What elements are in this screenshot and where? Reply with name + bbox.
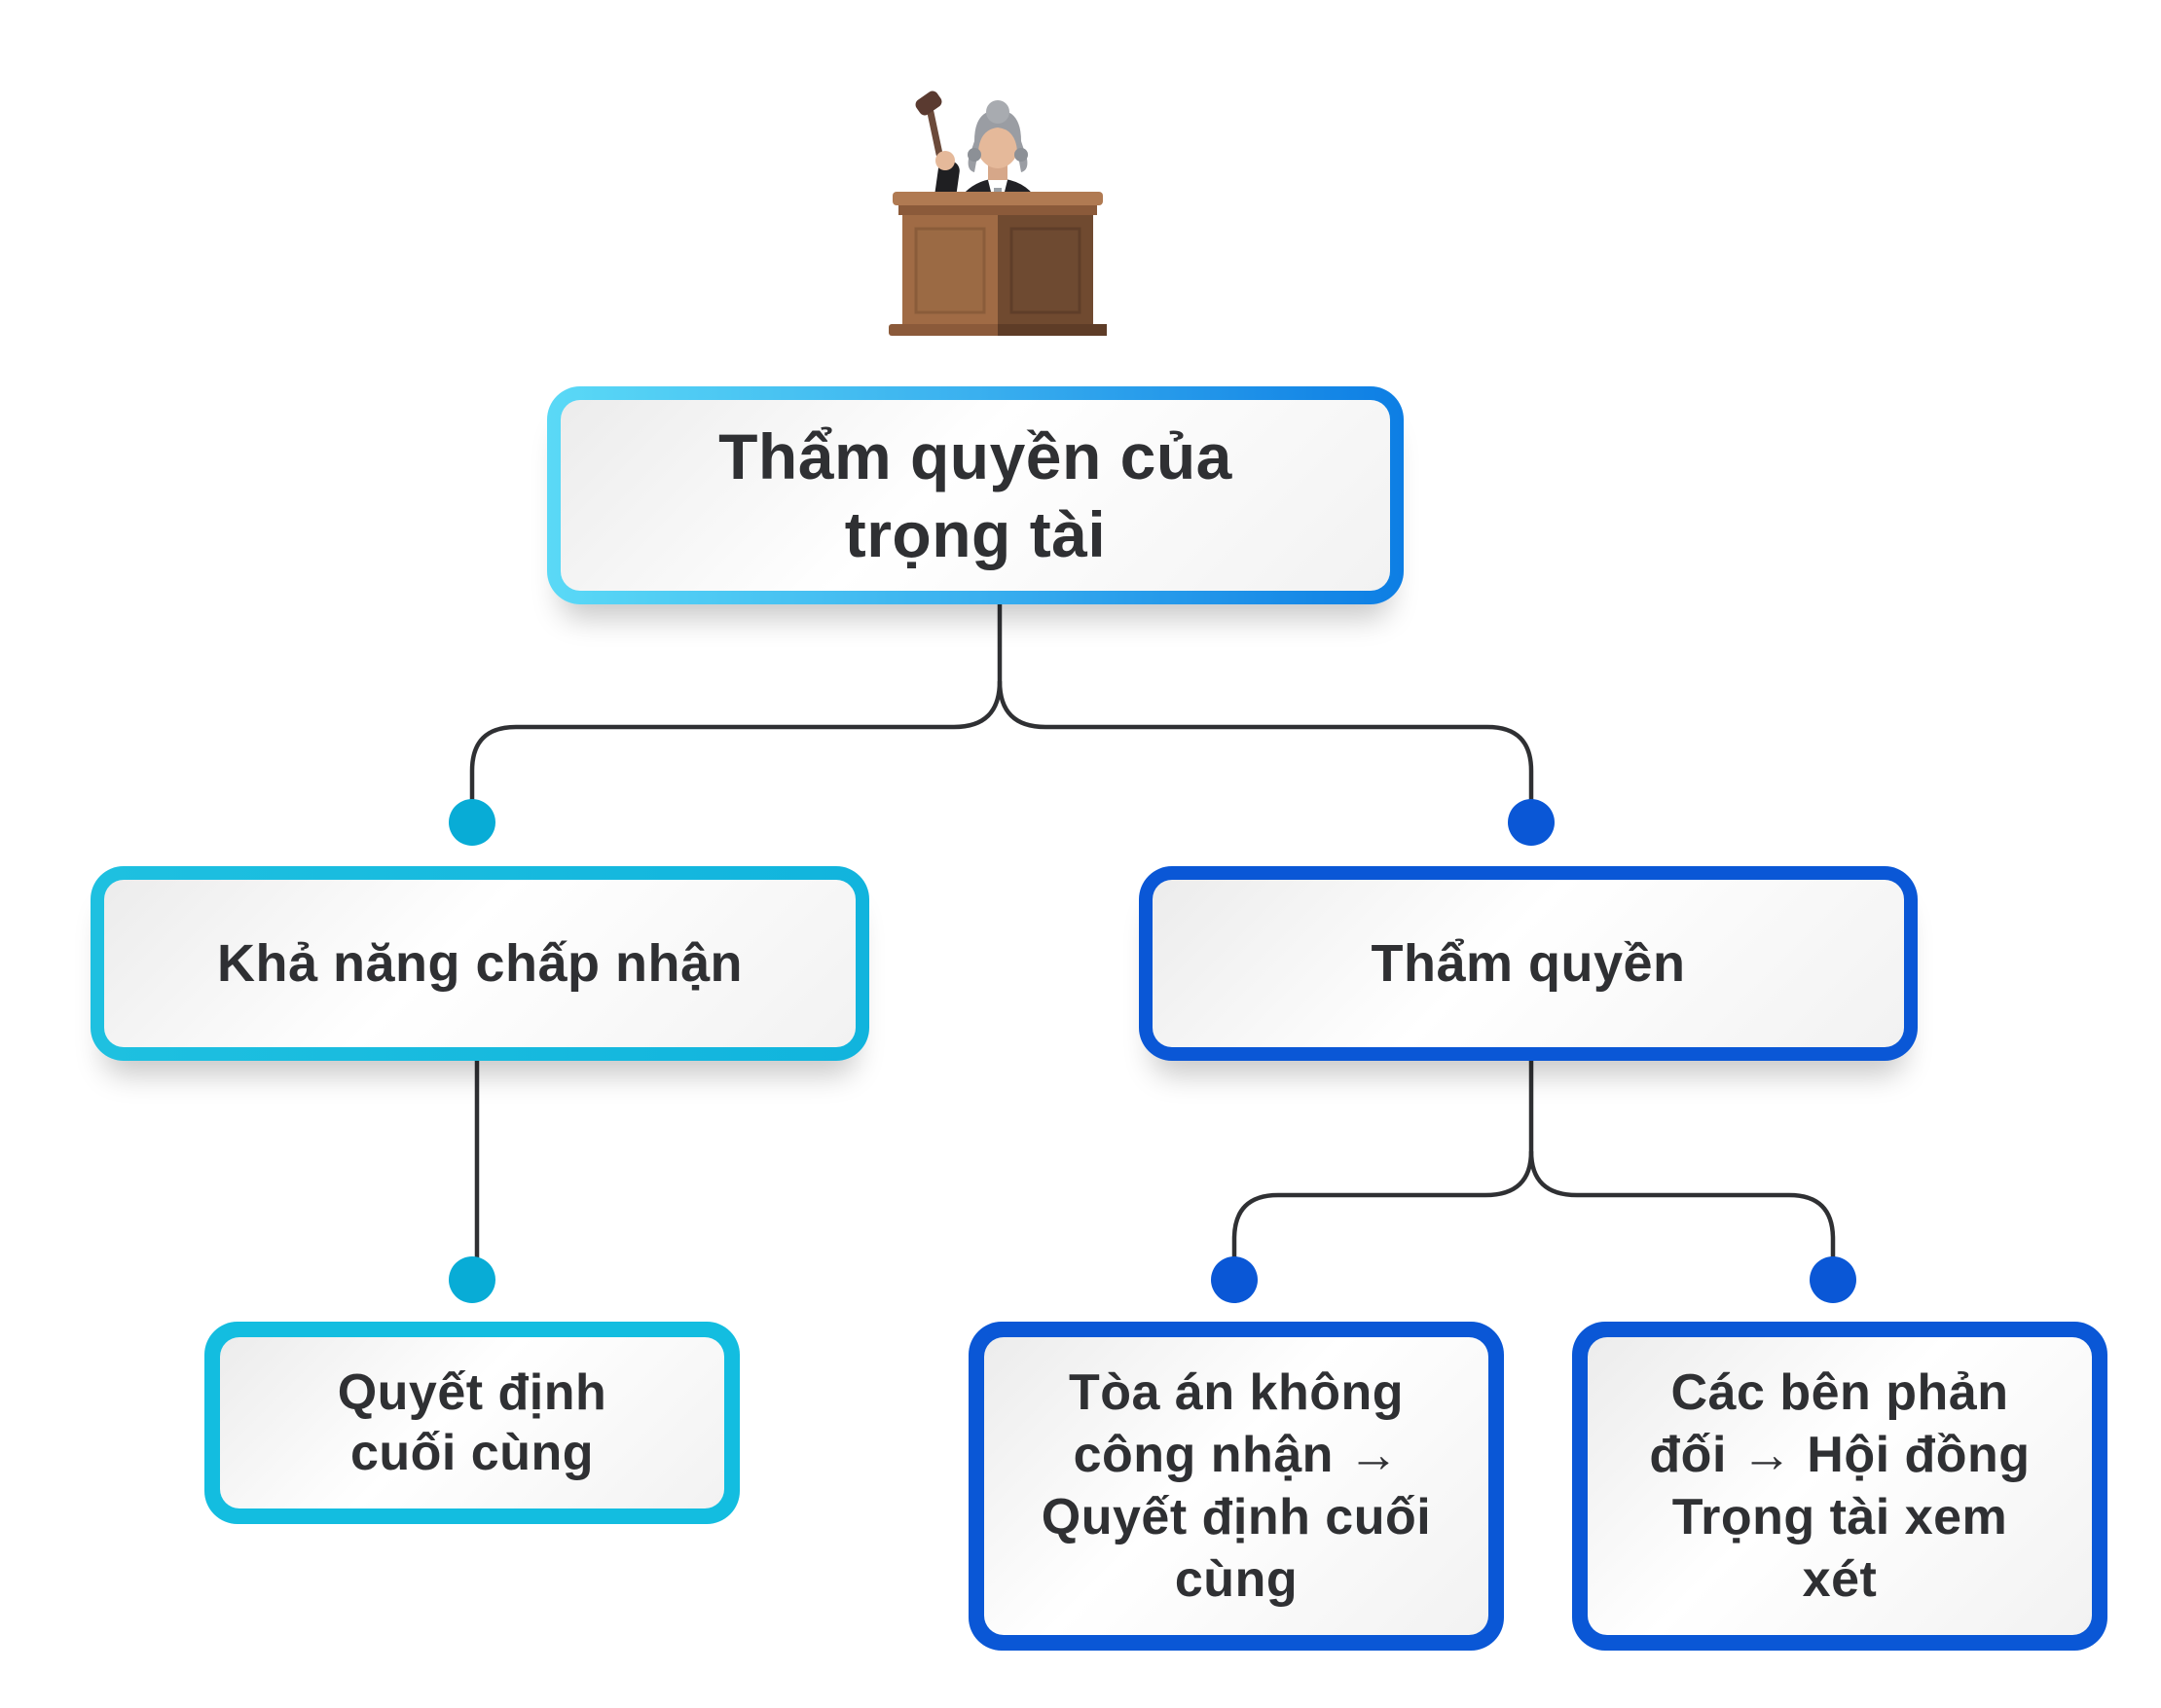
right-leaf1-dot: [1211, 1256, 1258, 1303]
root-node: Thẩm quyền của trọng tài: [547, 386, 1404, 604]
root-node-label: Thẩm quyền của trọng tài: [718, 420, 1232, 570]
judge-at-podium-icon: [889, 91, 1107, 336]
court-rejects-leaf: Tòa án không công nhận → Quyết định cuối…: [969, 1322, 1504, 1651]
final-decision-leaf-label: Quyết định cuối cùng: [337, 1364, 607, 1481]
root-to-left-connector: [469, 604, 1003, 819]
admissibility-node: Khả năng chấp nhận: [91, 866, 869, 1061]
right-leaf2-dot: [1810, 1256, 1856, 1303]
right-node-dot: [1508, 799, 1555, 846]
court-rejects-leaf-label: Tòa án không công nhận → Quyết định cuối…: [1041, 1364, 1432, 1608]
parties-object-leaf-label: Các bên phản đối → Hội đồng Trọng tài xe…: [1649, 1364, 2031, 1608]
final-decision-leaf: Quyết định cuối cùng: [204, 1322, 740, 1524]
right-to-leaf1-connector: [1231, 1061, 1534, 1277]
right-to-leaf2-connector: [1528, 1150, 1836, 1277]
jurisdiction-node-label: Thẩm quyền: [1371, 934, 1686, 993]
root-to-right-connector: [997, 680, 1534, 819]
left-node-dot: [449, 799, 495, 846]
parties-object-leaf: Các bên phản đối → Hội đồng Trọng tài xe…: [1572, 1322, 2107, 1651]
jurisdiction-node: Thẩm quyền: [1139, 866, 1918, 1061]
admissibility-node-label: Khả năng chấp nhận: [216, 934, 744, 993]
left-leaf-dot: [449, 1256, 495, 1303]
